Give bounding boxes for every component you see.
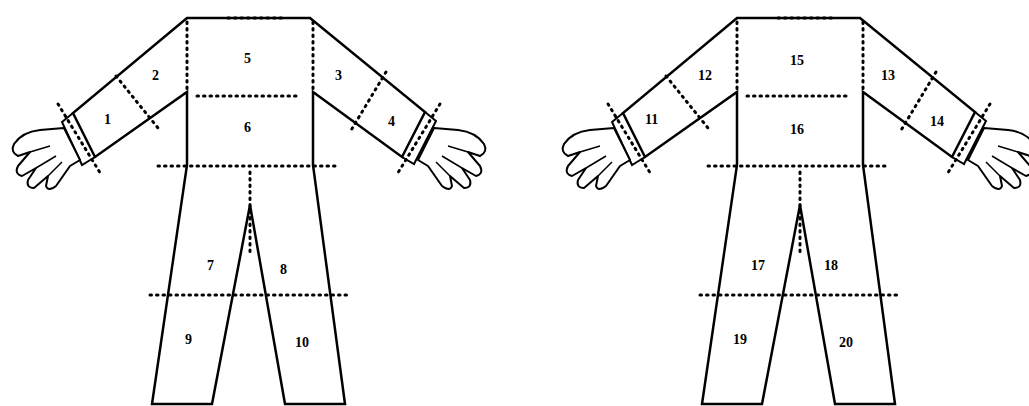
- callout-number: 15: [790, 54, 804, 68]
- callout-number: 5: [244, 52, 251, 66]
- callout-number: 20: [839, 336, 853, 350]
- callout-number: 3: [335, 69, 342, 83]
- callout-number: 13: [881, 69, 895, 83]
- callout-number: 11: [645, 113, 658, 127]
- callout-number: 12: [698, 69, 712, 83]
- callout-number: 7: [207, 259, 214, 273]
- callout-number: 14: [930, 115, 944, 129]
- callout-number: 2: [152, 69, 159, 83]
- callout-number: 18: [824, 259, 838, 273]
- callout-number: 10: [295, 336, 309, 350]
- callout-number: 16: [790, 123, 804, 137]
- callout-number: 9: [185, 333, 192, 347]
- callout-number: 8: [280, 263, 287, 277]
- callout-number: 1: [104, 113, 111, 127]
- callout-number: 17: [751, 259, 765, 273]
- callout-number: 6: [244, 121, 251, 135]
- callout-number: 19: [733, 333, 747, 347]
- callout-number: 4: [388, 115, 395, 129]
